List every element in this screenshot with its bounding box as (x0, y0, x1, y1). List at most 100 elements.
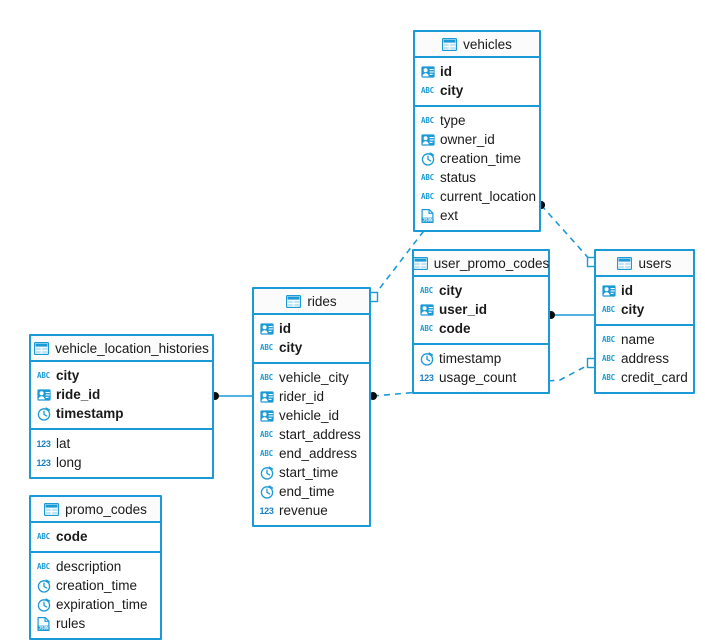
column-label: id (621, 283, 633, 298)
table-grid-icon (44, 502, 60, 517)
abc-text-icon: ABC (602, 335, 615, 344)
column-promo_codes-rules[interactable]: JSON rules (31, 614, 160, 633)
primary-key-column-rides-id[interactable]: id (254, 319, 369, 338)
abc-text-icon: ABC (37, 532, 50, 541)
column-label: ext (440, 208, 459, 223)
clock-icon (36, 406, 51, 421)
abc-text-icon: ABC (421, 173, 434, 182)
entity-header-vehicle_location_histories[interactable]: vehicle_location_histories (31, 336, 212, 362)
entity-header-users[interactable]: users (596, 251, 693, 277)
column-vehicle_location_histories-long[interactable]: 123 long (31, 453, 212, 472)
column-label: end_address (279, 446, 358, 461)
entity-title: rides (307, 293, 337, 309)
primary-key-column-rides-city[interactable]: ABC city (254, 338, 369, 357)
primary-key-column-vehicle_location_histories-ride_id[interactable]: ride_id (31, 385, 212, 404)
column-rides-end_time[interactable]: end_time (254, 482, 369, 501)
entity-header-vehicles[interactable]: vehicles (415, 32, 539, 58)
column-label: city (279, 340, 303, 355)
column-label: ride_id (56, 387, 101, 402)
column-rides-vehicle_id[interactable]: vehicle_id (254, 406, 369, 425)
table-grid-icon (286, 294, 302, 309)
entity-title: vehicles (463, 36, 512, 52)
abc-text-icon: ABC (420, 286, 433, 295)
column-label: lat (56, 436, 71, 451)
column-promo_codes-expiration_time[interactable]: expiration_time (31, 595, 160, 614)
primary-key-column-user_promo_codes-city[interactable]: ABC city (414, 281, 548, 300)
entity-header-user_promo_codes[interactable]: user_promo_codes (412, 251, 549, 277)
abc-text-icon: ABC (420, 324, 433, 333)
abc-text-icon: ABC (421, 116, 434, 125)
table-grid-icon (442, 37, 458, 52)
column-user_promo_codes-timestamp[interactable]: timestamp (414, 349, 548, 368)
relationship-vehicle-location-histories-to-rides[interactable] (211, 392, 252, 400)
column-label: rules (56, 616, 86, 631)
entity-title: vehicle_location_histories (55, 340, 209, 356)
column-label: timestamp (56, 406, 124, 421)
abc-text-icon: ABC (421, 192, 434, 201)
column-label: usage_count (439, 370, 517, 385)
column-vehicles-ext[interactable]: JSON ext (415, 206, 539, 225)
column-promo_codes-creation_time[interactable]: creation_time (31, 576, 160, 595)
entity-header-rides[interactable]: rides (254, 289, 369, 315)
column-label: revenue (279, 503, 328, 518)
abc-text-icon: ABC (602, 305, 615, 314)
abc-text-icon: ABC (602, 373, 615, 382)
id-card-icon (420, 64, 435, 79)
column-group-vehicle_location_histories: 123 lat 123 long (31, 430, 212, 477)
column-label: city (439, 283, 463, 298)
abc-text-icon: ABC (421, 86, 434, 95)
column-label: long (56, 455, 82, 470)
primary-key-column-user_promo_codes-user_id[interactable]: user_id (414, 300, 548, 319)
123-number-icon: 123 (36, 457, 51, 468)
abc-text-icon: ABC (260, 343, 273, 352)
column-rides-start_time[interactable]: start_time (254, 463, 369, 482)
primary-key-column-vehicles-id[interactable]: id (415, 62, 539, 81)
table-grid-icon (412, 256, 428, 271)
relationship-user-promo-codes-to-users[interactable] (547, 311, 594, 319)
clock-icon (36, 578, 51, 593)
123-number-icon: 123 (36, 438, 51, 449)
entity-title: users (638, 255, 672, 271)
svg-text:JSON: JSON (38, 625, 49, 630)
id-card-icon (420, 132, 435, 147)
column-label: rider_id (279, 389, 325, 404)
column-vehicle_location_histories-lat[interactable]: 123 lat (31, 434, 212, 453)
column-vehicles-creation_time[interactable]: creation_time (415, 149, 539, 168)
id-card-icon (36, 387, 51, 402)
column-label: id (440, 64, 452, 79)
entity-header-promo_codes[interactable]: promo_codes (31, 497, 160, 523)
column-rides-rider_id[interactable]: rider_id (254, 387, 369, 406)
json-file-icon: JSON (420, 208, 435, 223)
column-label: start_time (279, 465, 339, 480)
column-vehicles-owner_id[interactable]: owner_id (415, 130, 539, 149)
primary-key-column-vehicle_location_histories-timestamp[interactable]: timestamp (31, 404, 212, 423)
column-label: vehicle_id (279, 408, 340, 423)
primary-key-column-users-id[interactable]: id (596, 281, 693, 300)
id-card-icon (419, 302, 434, 317)
